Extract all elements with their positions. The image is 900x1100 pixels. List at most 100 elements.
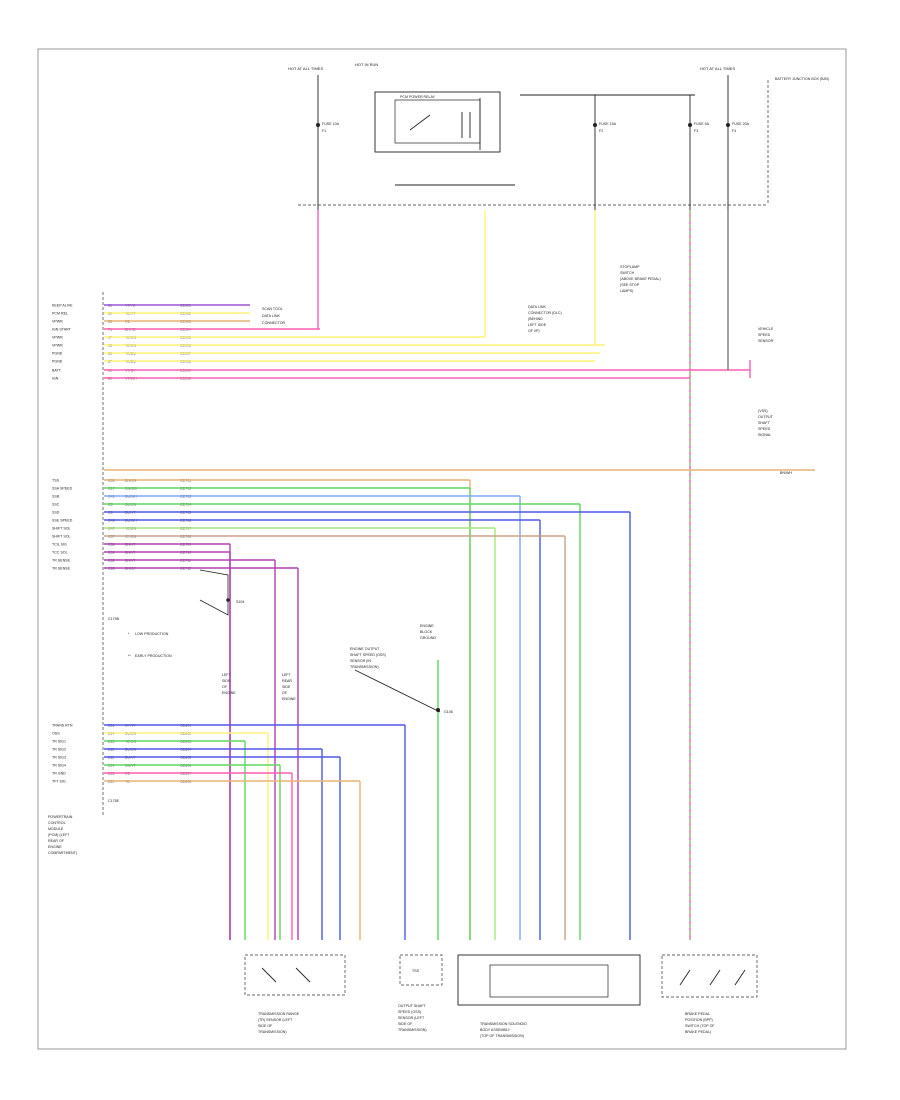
svg-text:FUSE 20A: FUSE 20A xyxy=(732,122,750,126)
wire-row: SHIFT SOLC47YE/GNGE707 xyxy=(52,526,496,940)
callout-vss: VEHICLE SPEED SENSOR (VSS) OUTPUT SHAFT … xyxy=(758,327,792,475)
pin-name: TR SIG2 xyxy=(52,747,66,751)
callout-dlc: DATA LINK CONNECTOR (DLC) (BEHIND LEFT S… xyxy=(528,305,562,333)
wire-group-power: KEEP ALIVE61VT/YECE901PCM REL60YE/VTCE90… xyxy=(52,210,815,940)
wire-row: TR SIG3E11BU/VTGE805 xyxy=(52,755,341,940)
svg-text:LOW PRODUCTION: LOW PRODUCTION xyxy=(135,632,169,636)
pcm-connector-2: C175E xyxy=(108,799,120,803)
wire-row: IGN69VT/WHCE910 xyxy=(52,376,690,380)
wire-group-sensor: TRANS RTNE26GY/VTGE801OSSE14BU/GNGE802TR… xyxy=(52,660,439,940)
wire-row: SSBC41BU/WHGE703 xyxy=(52,494,521,940)
pin-name: IGN xyxy=(52,376,59,380)
pin-name: OSS xyxy=(52,731,60,735)
svg-text:S104: S104 xyxy=(236,600,244,604)
wire-row: VPWR98YE/GNCE906 xyxy=(52,343,605,347)
wire-row: BATT91VT/GYCE909 xyxy=(52,368,750,372)
bpp-switch: BRAKE PEDAL POSITION (BPP) SWITCH (TOP O… xyxy=(661,954,758,1034)
wire-row: IGN START71BN/YECE904 xyxy=(52,327,320,331)
fuse-f2: FUSE 15A F2 xyxy=(593,95,617,210)
pin-name: TR SIG4 xyxy=(52,763,66,767)
wire-row: SSDC6BU/VTGE705 xyxy=(52,510,631,940)
svg-text:F1: F1 xyxy=(322,129,326,133)
callout-left-side-engine: LEFT SIDE OF ENGINE xyxy=(222,673,236,695)
svg-text:COMPARTMENT): COMPARTMENT) xyxy=(48,851,77,855)
wire-row: TR SIG1E13YE/GNGE803 xyxy=(52,739,246,940)
svg-text:VEHICLE: VEHICLE xyxy=(758,327,774,331)
pin-name: IGN START xyxy=(52,327,72,331)
svg-text:TRANSMISSION): TRANSMISSION) xyxy=(350,665,379,669)
pin-name: PCM REL xyxy=(52,311,68,315)
pin-name: TR SIG3 xyxy=(52,755,66,759)
svg-text:SWITCH (TOP OF: SWITCH (TOP OF xyxy=(685,1024,715,1028)
svg-text:SIDE OF: SIDE OF xyxy=(398,1022,413,1026)
wire-row: SHIFT SOLC37GY/BNGE708 xyxy=(52,534,566,940)
svg-text:OUTPUT SHAFT: OUTPUT SHAFT xyxy=(398,1004,426,1008)
pcm-connector-1: C175B xyxy=(108,617,120,621)
svg-text:ENGINE: ENGINE xyxy=(420,624,434,628)
svg-text:LEFT: LEFT xyxy=(282,673,292,677)
svg-text:ENGINE: ENGINE xyxy=(48,845,62,849)
wire-row: TR SENSEC52BN/VTGE711 xyxy=(52,558,276,940)
wire-row: PGND87YE/BUCE908 xyxy=(52,359,595,363)
svg-text:REAR OF: REAR OF xyxy=(48,839,65,843)
svg-text:REAR: REAR xyxy=(282,679,292,683)
svg-text:SHAFT SPEED (OSS): SHAFT SPEED (OSS) xyxy=(350,653,386,657)
svg-text:SHAFT: SHAFT xyxy=(758,421,771,425)
svg-text:TRANSMISSION SOLENOID: TRANSMISSION SOLENOID xyxy=(480,1022,527,1026)
pin-name: TSS xyxy=(52,478,60,482)
svg-text:SENSOR (IN: SENSOR (IN xyxy=(350,659,371,663)
solenoid-body: TRANSMISSION SOLENOID BODY ASSEMBLY (TOP… xyxy=(457,954,641,1038)
svg-text:SENSOR: SENSOR xyxy=(758,339,774,343)
wire-row: SSE SPEEDC46BU/WHGE706 xyxy=(52,518,541,940)
svg-text:OUTPUT: OUTPUT xyxy=(758,415,774,419)
svg-text:(ABOVE BRAKE PEDAL): (ABOVE BRAKE PEDAL) xyxy=(620,277,661,281)
pcm-location-label: POWERTRAIN CONTROL MODULE (PCM) (LEFT RE… xyxy=(48,815,77,855)
wire-group-transmission: TSSC36BN/GNGE701SSA SPEEDC17GN/OGGE702SS… xyxy=(52,478,631,940)
svg-text:SIDE: SIDE xyxy=(222,679,231,683)
svg-text:OF I/P): OF I/P) xyxy=(528,329,540,333)
pin-name: TRANS RTN xyxy=(52,723,73,727)
svg-text:POWERTRAIN: POWERTRAIN xyxy=(48,815,73,819)
pin-name: SSD xyxy=(52,510,60,514)
wire-row: TR SENSEC53BN/GYGE712 xyxy=(52,566,299,940)
pin-name: SHIFT SOL xyxy=(52,534,71,538)
s104-splice: S104 xyxy=(199,569,244,616)
svg-text:BRAKE PEDAL): BRAKE PEDAL) xyxy=(685,1030,711,1034)
svg-text:G106: G106 xyxy=(444,710,453,714)
pin-name: TFT SIG xyxy=(52,779,66,783)
svg-text:(BEHIND: (BEHIND xyxy=(528,317,543,321)
svg-text:CONNECTOR (DLC): CONNECTOR (DLC) xyxy=(528,311,562,315)
svg-text:GROUND: GROUND xyxy=(420,636,436,640)
svg-text:ENGINE: ENGINE xyxy=(222,691,236,695)
callout-stoplamp: STOPLAMP SWITCH (ABOVE BRAKE PEDAL) (SEE… xyxy=(620,265,661,293)
svg-text:FUSE 10A: FUSE 10A xyxy=(322,122,340,126)
scan-tool-note: SCAN TOOL DATA LINK CONNECTOR xyxy=(262,307,285,325)
pin-name: TR SENSE xyxy=(52,558,71,562)
fuse-f4: FUSE 20A F4 xyxy=(726,75,750,210)
pin-name: VPWR xyxy=(52,335,63,339)
pin-name: SSC xyxy=(52,502,60,506)
label-hot-at-all-times-right: HOT AT ALL TIMES xyxy=(700,66,735,71)
pin-name: TCC SOL xyxy=(52,550,68,554)
svg-text:BLOCK: BLOCK xyxy=(420,630,433,634)
battery-junction-box: BATTERY JUNCTION BOX (BJB) PCM POWER REL… xyxy=(298,75,829,210)
svg-text:SPEED: SPEED xyxy=(758,333,771,337)
svg-text:DATA LINK: DATA LINK xyxy=(262,314,280,318)
svg-text:FUSE 5A: FUSE 5A xyxy=(694,122,710,126)
callout-oss-sensor: ENGINE OUTPUT SHAFT SPEED (OSS) SENSOR (… xyxy=(350,647,441,713)
svg-text:SIDE: SIDE xyxy=(282,685,291,689)
svg-text:OF: OF xyxy=(222,685,228,689)
diagram-frame xyxy=(37,48,847,1050)
svg-text:TRANSMISSION): TRANSMISSION) xyxy=(398,1028,427,1032)
label-hot-at-all-times-left: HOT AT ALL TIMES xyxy=(288,66,323,71)
pin-name: PGND xyxy=(52,359,63,363)
svg-text:*: * xyxy=(128,632,130,636)
pcm-power-relay xyxy=(374,91,501,153)
svg-text:SWITCH: SWITCH xyxy=(620,271,635,275)
svg-text:SIDE OF: SIDE OF xyxy=(258,1024,273,1028)
svg-text:F2: F2 xyxy=(599,129,603,133)
oss-sensor: TSS OUTPUT SHAFT SPEED (OSS) SENSOR (LEF… xyxy=(398,954,443,1032)
svg-text:(TOP OF TRANSMISSION): (TOP OF TRANSMISSION) xyxy=(480,1034,524,1038)
svg-text:SIGNAL: SIGNAL xyxy=(758,433,771,437)
